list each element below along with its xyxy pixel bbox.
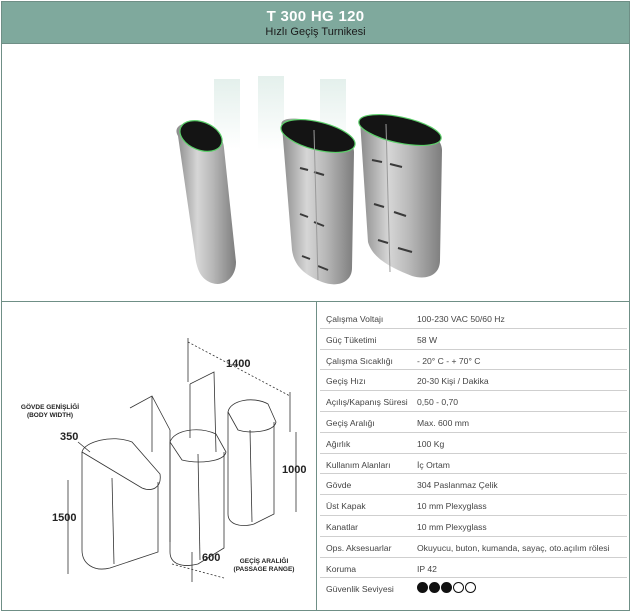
product-subtitle: Hızlı Geçiş Turnikesi xyxy=(265,26,366,38)
spec-key: Ağırlık xyxy=(326,438,351,449)
dimension-passage: 600 xyxy=(202,552,221,564)
rating-dot-filled xyxy=(417,582,428,594)
spec-row: Geçiş Hızı 20-30 Kişi / Dakika xyxy=(320,370,627,392)
spec-row: Üst Kapak 10 mm Plexyglass xyxy=(320,495,627,516)
spec-value: 10 mm Plexyglass xyxy=(417,501,487,512)
spec-key: Çalışma Sıcaklığı xyxy=(326,355,393,366)
cabinet-right-indicators xyxy=(371,159,413,253)
spec-value: 10 mm Plexyglass xyxy=(417,521,487,532)
product-title: T 300 HG 120 xyxy=(266,8,365,25)
spec-key: Çalışma Voltajı xyxy=(326,314,384,324)
spec-row: Çalışma Sıcaklığı - 20° C - + 70° C xyxy=(320,350,627,371)
product-photo xyxy=(2,44,629,302)
drawing-cabinet-right xyxy=(227,412,275,526)
spec-value: - 20° C - + 70° C xyxy=(417,355,481,366)
spec-row: Koruma IP 42 xyxy=(320,558,627,579)
technical-drawing: 1400 350 1000 1500 600 GÖVDE GENİŞLİĞİ (… xyxy=(2,302,317,610)
panel-seam xyxy=(385,123,391,273)
cabinet-middle-indicators xyxy=(299,167,329,271)
spec-row: Güç Tüketimi 58 W xyxy=(320,329,627,350)
cabinet-left xyxy=(176,122,236,284)
spec-key: Koruma xyxy=(326,563,357,574)
spec-key: Güç Tüketimi xyxy=(326,334,377,345)
passage-caption: GEÇİŞ ARALIĞI (PASSAGE RANGE) xyxy=(224,558,304,574)
cabinet-right-top xyxy=(358,113,442,147)
spec-row: Ağırlık 100 Kg xyxy=(320,433,627,454)
spec-value: 100 Kg xyxy=(417,438,445,449)
passage-caption-en: (PASSAGE RANGE) xyxy=(233,566,295,573)
spec-row: Geçiş Aralığı Max. 600 mm xyxy=(320,412,627,433)
spec-row: Açılış/Kapanış Süresi 0,50 - 0,70 xyxy=(320,391,627,412)
drawing-cabinet-left xyxy=(81,452,159,570)
spec-row: Ops. Aksesuarlar Okuyucu, buton, kumanda,… xyxy=(320,537,627,558)
spec-key: Geçiş Hızı xyxy=(326,376,366,387)
spec-value: 304 Paslanmaz Çelik xyxy=(417,480,498,491)
body-width-caption: GÖVDE GENİŞLİĞİ (BODY WIDTH) xyxy=(10,404,90,420)
rating-dot-filled xyxy=(441,582,452,594)
spec-key: Kanatlar xyxy=(326,521,359,532)
drawing-cabinet-left-top xyxy=(81,438,161,490)
glass-flap-shadow xyxy=(258,76,284,150)
header-bar: T 300 HG 120 Hızlı Geçiş Turnikesi xyxy=(2,2,629,44)
spec-key: Kullanım Alanları xyxy=(326,459,391,470)
spec-value: 20-30 Kişi / Dakika xyxy=(417,376,489,387)
drawing-flap xyxy=(189,371,217,453)
spec-value: İç Ortam xyxy=(417,459,450,470)
turnstile-render xyxy=(176,76,442,285)
passage-caption-tr: GEÇİŞ ARALIĞI xyxy=(239,558,289,565)
spec-key: Ops. Aksesuarlar xyxy=(326,542,392,553)
spec-key: Gövde xyxy=(326,480,352,491)
spec-key: Geçiş Aralığı xyxy=(326,417,375,428)
spec-value: 58 W xyxy=(417,334,438,345)
security-rating xyxy=(417,582,476,594)
cabinet-left-top xyxy=(179,120,223,152)
body-width-caption-tr: GÖVDE GENİŞLİĞİ xyxy=(20,404,80,411)
spec-value: 100-230 VAC 50/60 Hz xyxy=(417,314,505,324)
body-width-caption-en: (BODY WIDTH) xyxy=(26,412,74,419)
panel-seam xyxy=(313,129,319,281)
spec-row: Kanatlar 10 mm Plexyglass xyxy=(320,516,627,537)
spec-value: IP 42 xyxy=(417,563,437,574)
specs-table: Çalışma Voltajı 100-230 VAC 50/60 Hz Güç … xyxy=(320,308,627,599)
rating-dot-empty xyxy=(453,582,464,594)
dimension-height-total: 1500 xyxy=(52,512,77,524)
cabinet-middle xyxy=(281,118,354,285)
rating-dot-empty xyxy=(465,582,476,594)
dimension-drawing xyxy=(67,338,297,582)
spec-value: 0,50 - 0,70 xyxy=(417,397,459,408)
dimension-width-total: 1400 xyxy=(226,358,251,370)
spec-key: Açılış/Kapanış Süresi xyxy=(326,397,408,408)
spec-value: Max. 600 mm xyxy=(417,417,470,428)
spec-row: Güvenlik Seviyesi xyxy=(320,578,627,599)
spec-row: Çalışma Voltajı 100-230 VAC 50/60 Hz xyxy=(320,308,627,329)
cabinet-right xyxy=(359,115,442,278)
dimension-height-top: 1000 xyxy=(282,464,307,476)
rating-dot-filled xyxy=(429,582,440,594)
dimension-body-depth: 350 xyxy=(60,431,79,443)
spec-key: Üst Kapak xyxy=(326,501,366,512)
spec-row: Kullanım Alanları İç Ortam xyxy=(320,454,627,475)
spec-value: Okuyucu, buton, kumanda, sayaç, oto.açıl… xyxy=(417,542,610,553)
drawing-cabinet-middle xyxy=(169,442,225,566)
spec-key: Güvenlik Seviyesi xyxy=(326,584,394,595)
spec-row: Gövde 304 Paslanmaz Çelik xyxy=(320,474,627,496)
